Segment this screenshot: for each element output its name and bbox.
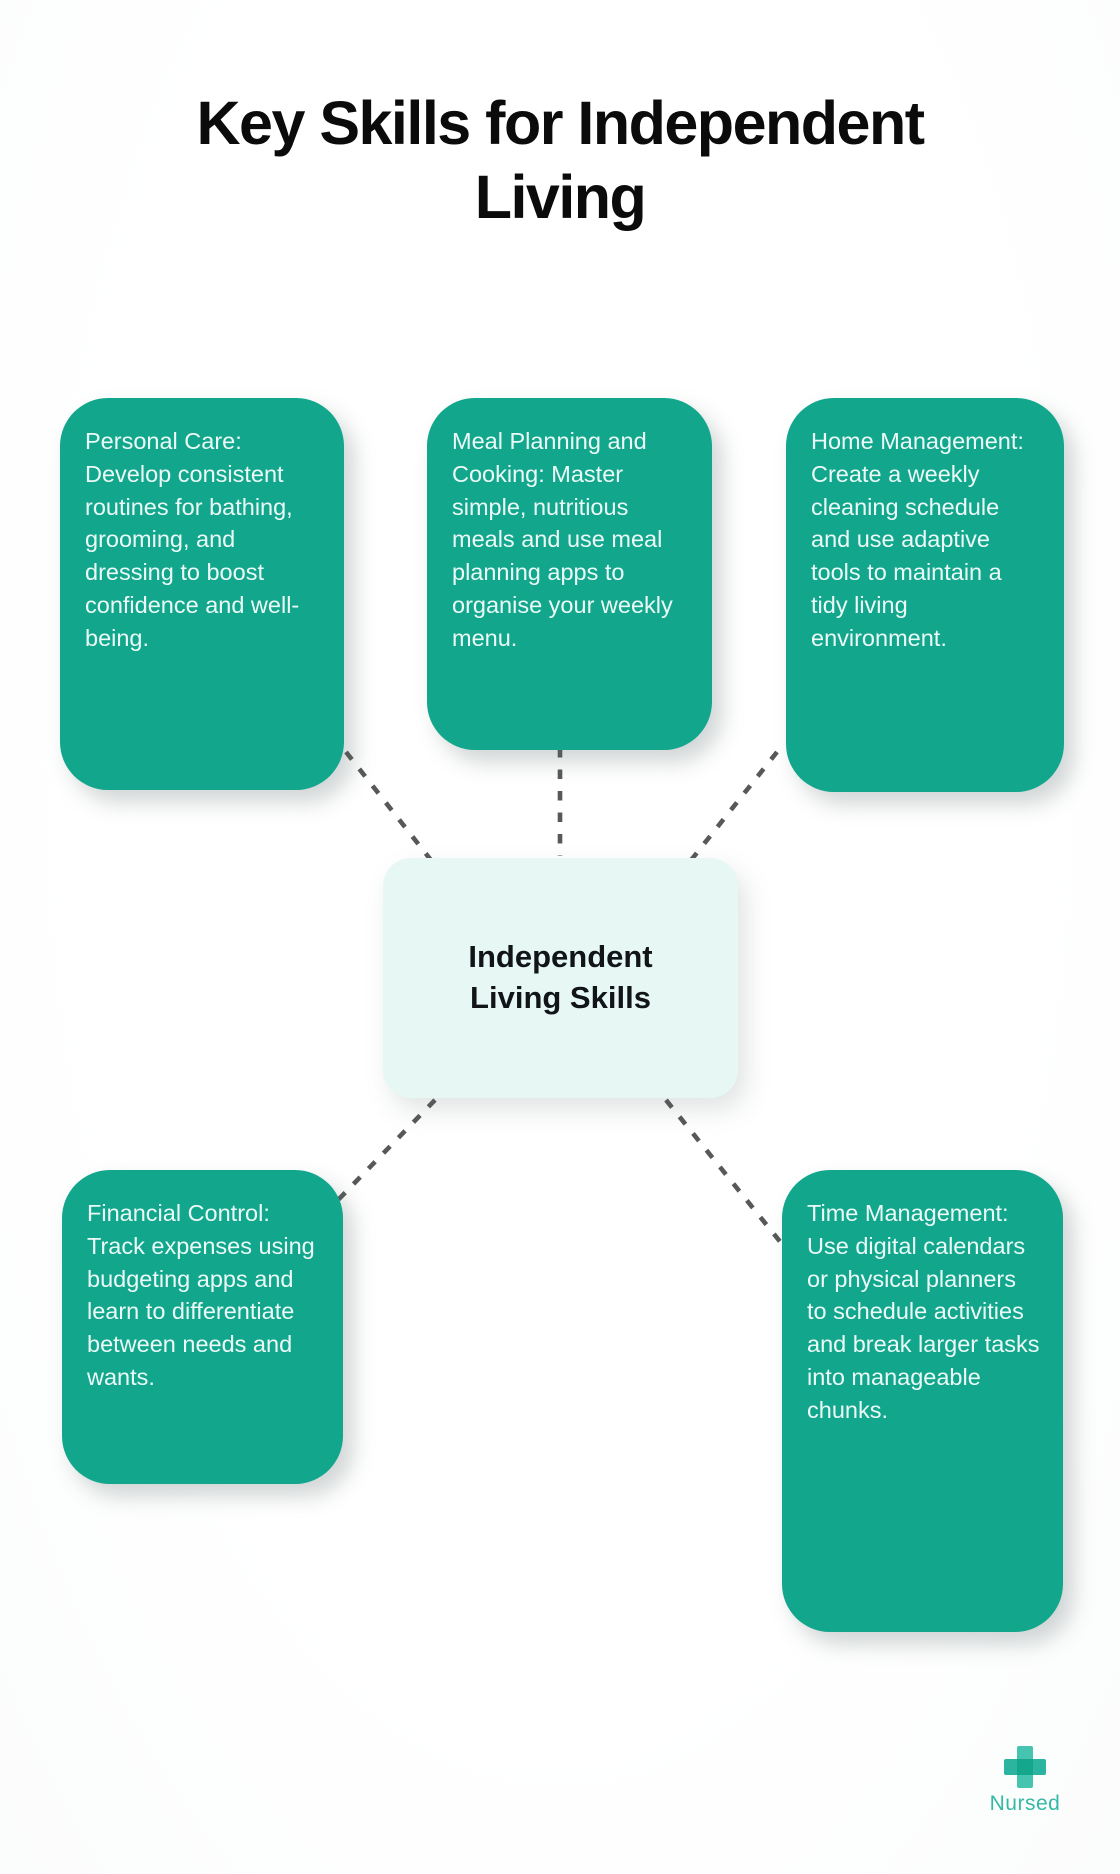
page-title: Key Skills for Independent Living [196, 89, 925, 232]
skill-card-financial-control: Financial Control: Track expenses using … [62, 1170, 343, 1484]
skill-card-personal-care: Personal Care: Develop consistent routin… [60, 398, 344, 790]
connector-time-management [664, 1098, 792, 1256]
skill-card-text: Financial Control: Track expenses using … [87, 1200, 315, 1390]
medical-cross-icon [1004, 1746, 1046, 1788]
skill-card-text: Time Management: Use digital calendars o… [807, 1200, 1040, 1423]
connector-financial-control [336, 1098, 437, 1202]
skill-card-text: Personal Care: Develop consistent routin… [85, 428, 300, 651]
central-topic-label: Independent Living Skills [468, 939, 653, 1015]
skill-card-meal-planning-cooking: Meal Planning and Cooking: Master simple… [427, 398, 712, 750]
skill-card-time-management: Time Management: Use digital calendars o… [782, 1170, 1063, 1632]
central-topic-node: Independent Living Skills [383, 858, 738, 1098]
brand-wordmark: Nursed [989, 1792, 1061, 1815]
connector-personal-care [344, 750, 436, 866]
skill-card-home-management: Home Management: Create a weekly cleanin… [786, 398, 1064, 792]
brand-logo: Nursed [975, 1744, 1075, 1816]
connector-home-management [686, 750, 779, 866]
skill-card-text: Meal Planning and Cooking: Master simple… [452, 428, 673, 651]
skill-card-text: Home Management: Create a weekly cleanin… [811, 428, 1024, 651]
